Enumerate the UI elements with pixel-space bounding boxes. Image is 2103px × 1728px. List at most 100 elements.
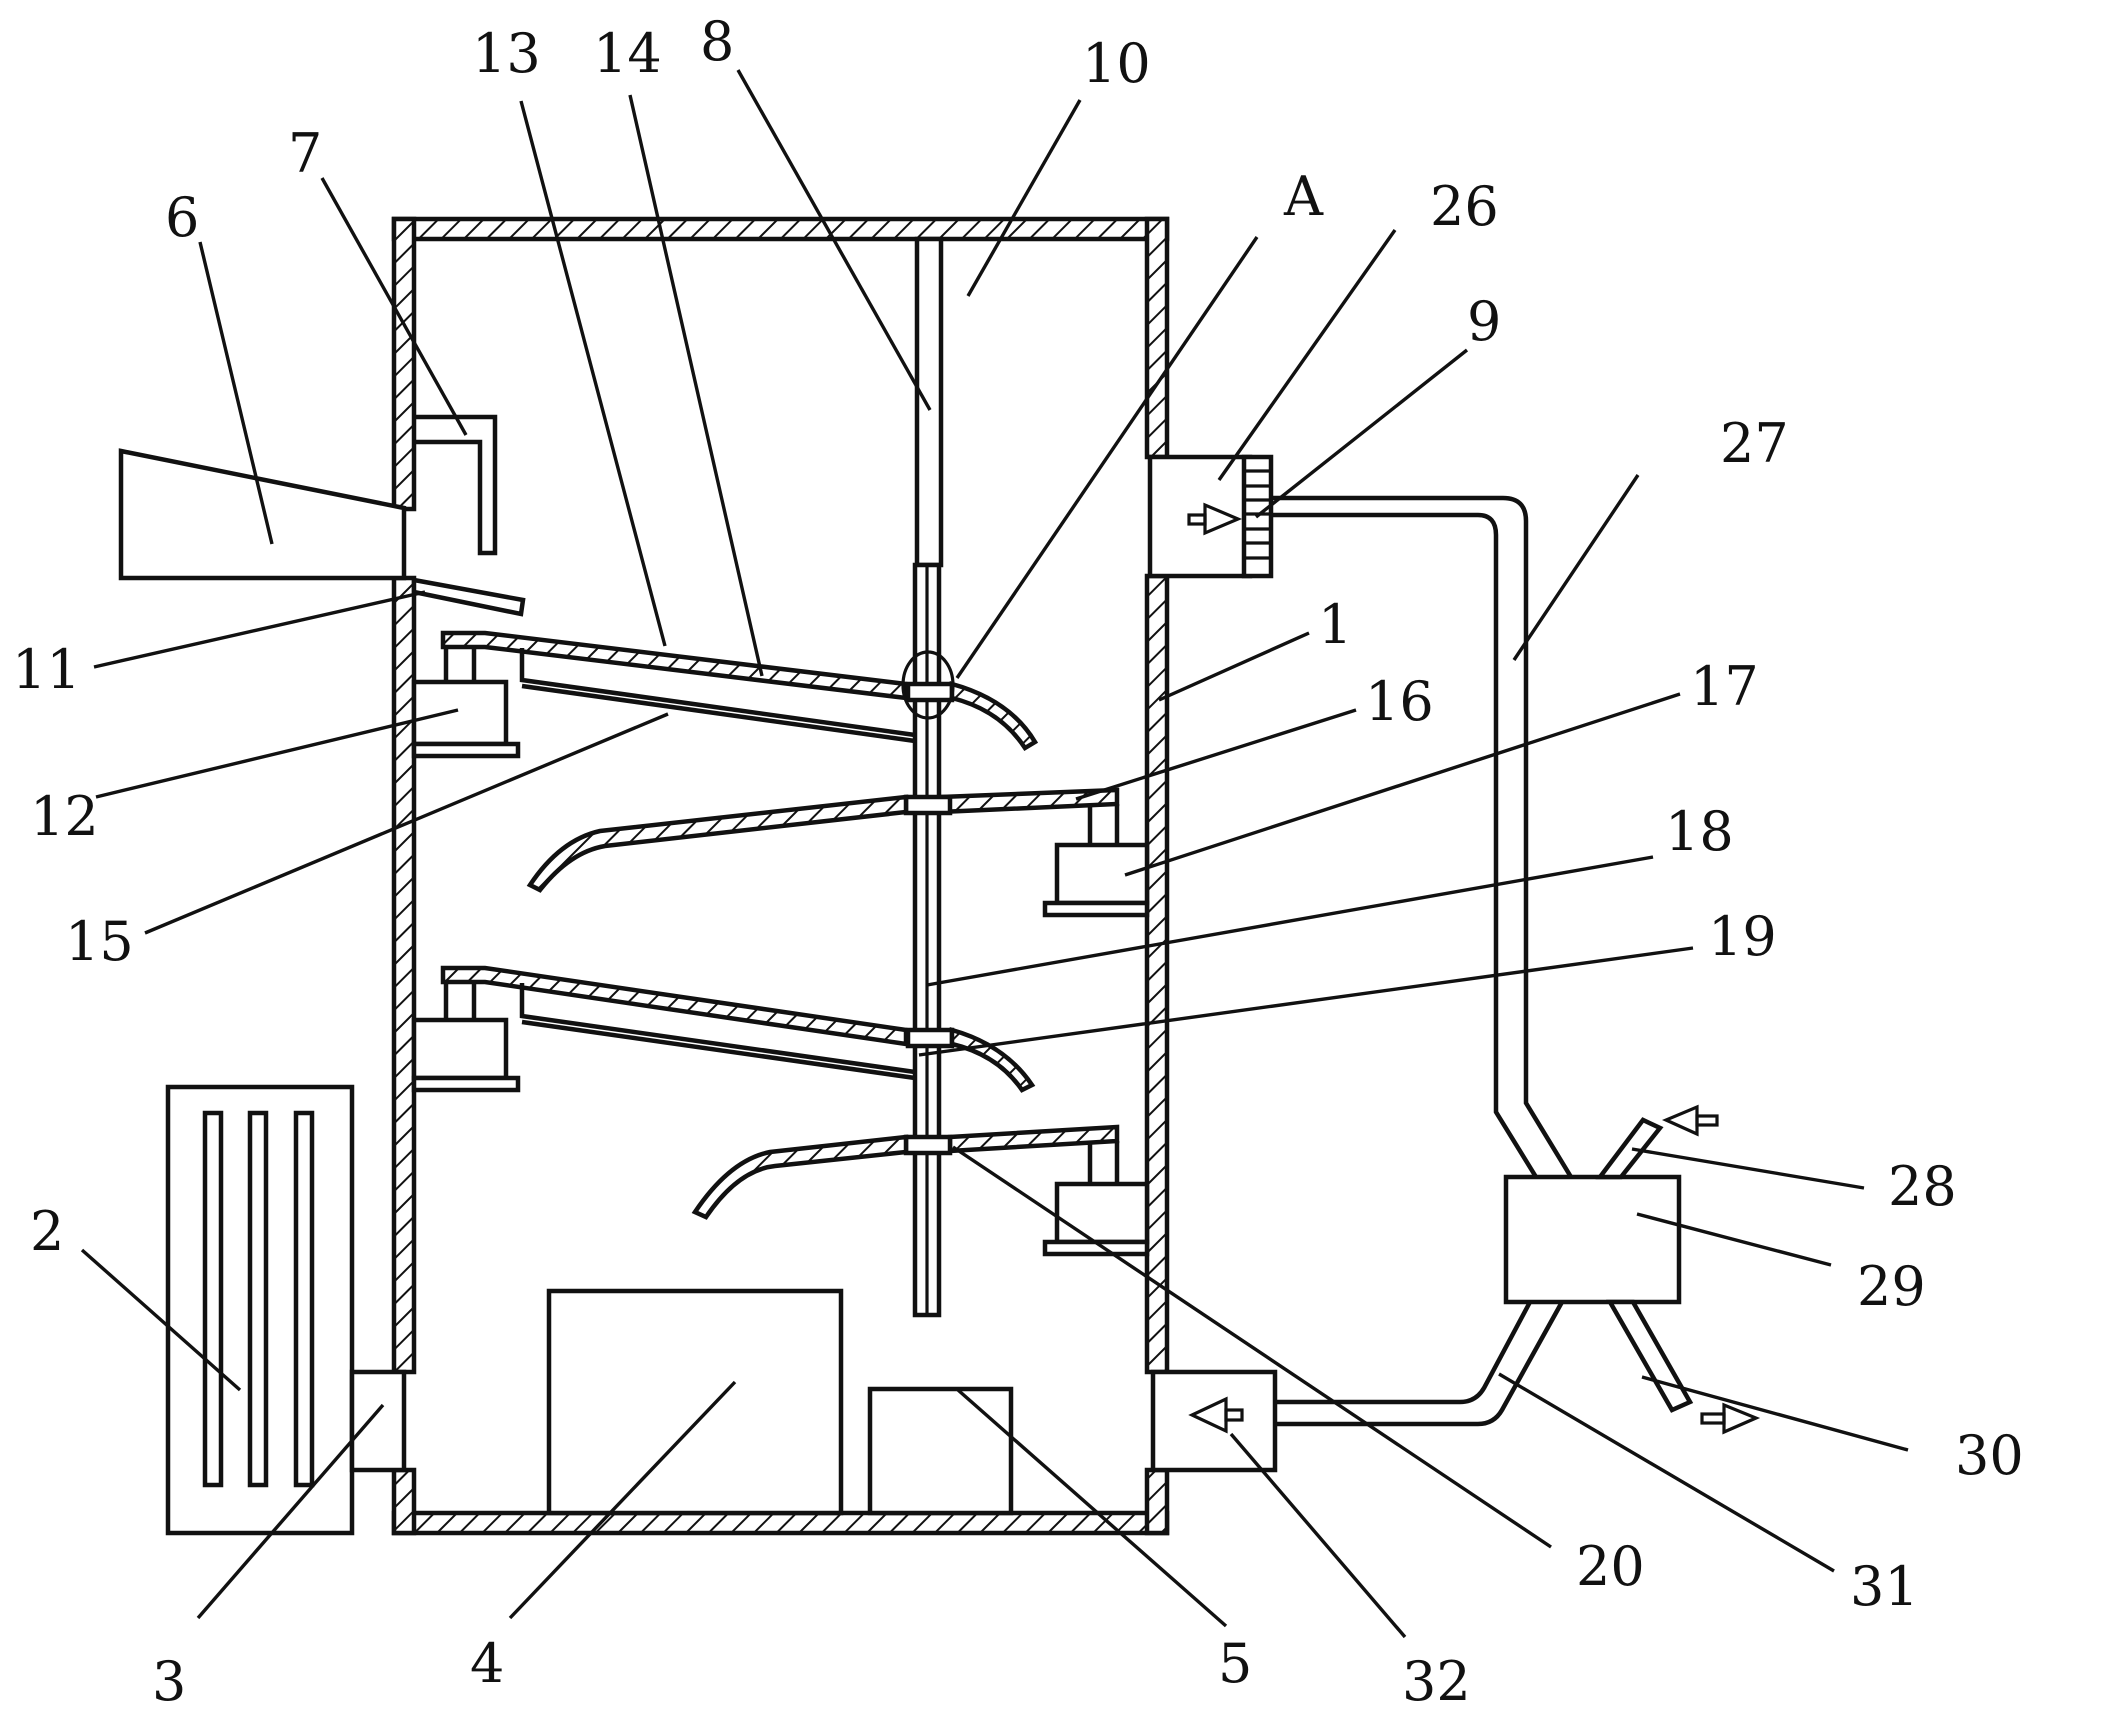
motor-17-base: [1042, 900, 1150, 918]
label-32: 32: [1402, 1650, 1471, 1713]
label-27: 27: [1720, 412, 1789, 475]
leader-32: [1229, 1432, 1407, 1639]
label-2: 2: [30, 1200, 64, 1263]
housing-top-wall: [391, 216, 1170, 242]
tray-3-screen: [521, 1019, 916, 1081]
housing-right-wall-upper: [1144, 216, 1170, 460]
housing-left-wall-mid: [391, 575, 417, 1375]
label-7: 7: [288, 122, 322, 185]
housing-bottom-wall: [391, 1510, 1170, 1536]
heater-bar-1: [202, 1110, 224, 1488]
label-4: 4: [470, 1632, 504, 1695]
label-15: 15: [65, 910, 134, 973]
label-17: 17: [1690, 655, 1759, 718]
tray-1-curved-lip: [949, 681, 1039, 752]
duct-27-inner: [1271, 512, 1538, 1179]
leader-19: [918, 946, 1694, 1057]
leader-10: [966, 99, 1082, 297]
label-A: A: [1283, 165, 1324, 228]
tray-4-plate-left-curve: [691, 1134, 909, 1220]
motor-12-base: [411, 741, 521, 759]
label-13: 13: [472, 22, 541, 85]
label-3: 3: [152, 1650, 186, 1713]
leader-9: [1254, 348, 1469, 519]
heater-bar-2: [247, 1110, 269, 1488]
tray-level-3: [411, 965, 1036, 1093]
leader-11: [93, 590, 426, 669]
leader-3: [196, 1403, 385, 1620]
leader-8: [736, 69, 932, 411]
exhaust-pipe-30: [1606, 1299, 1761, 1435]
leader-29: [1636, 1212, 1832, 1267]
label-14: 14: [593, 22, 662, 85]
label-9: 9: [1467, 290, 1501, 353]
fresh-air-arrow-icon: [1661, 1104, 1719, 1137]
leader-6: [198, 241, 274, 545]
heater-bar-3: [293, 1110, 315, 1488]
tray-1-screen: [521, 683, 916, 744]
motor-lower-left-base: [411, 1075, 521, 1093]
leader-20: [952, 1145, 1552, 1549]
leader-12: [95, 708, 459, 799]
label-28: 28: [1888, 1155, 1957, 1218]
leader-16: [1075, 708, 1357, 801]
leader-15: [144, 712, 669, 935]
vibration-motor-12: [411, 679, 509, 747]
label-12: 12: [30, 785, 99, 848]
guide-chute: [414, 414, 498, 556]
leader-1: [1158, 631, 1310, 702]
leader-7: [320, 177, 468, 436]
tray-level-1: [411, 630, 1039, 759]
tray-1-hub: [905, 681, 955, 703]
heat-exchanger-29: [1503, 1174, 1682, 1305]
leader-17: [1124, 692, 1681, 877]
collection-box-4: [546, 1288, 844, 1516]
baffle-plate: [411, 577, 526, 617]
leader-27: [1512, 474, 1640, 661]
label-6: 6: [165, 186, 199, 249]
fan-inlet-arrow-icon: [1187, 502, 1243, 536]
upper-shaft: [914, 236, 944, 568]
leader-5: [956, 1388, 1228, 1628]
leader-31: [1498, 1372, 1835, 1573]
return-pipe-31-inner: [1275, 1300, 1564, 1427]
leader-14: [628, 94, 764, 677]
tray-2-hub: [903, 794, 953, 816]
housing: [391, 216, 1170, 1536]
housing-right-wall-mid: [1144, 573, 1170, 1375]
tray-4-hub: [903, 1134, 953, 1156]
air-inlet-32: [1150, 1369, 1278, 1473]
return-pipe-31-outer: [1275, 1300, 1532, 1405]
tray-3-hub: [905, 1027, 955, 1049]
leader-lines: [80, 69, 1909, 1639]
label-29: 29: [1857, 1255, 1926, 1318]
leader-13: [519, 100, 667, 647]
vibration-motor-lower-right: [1054, 1181, 1150, 1245]
label-16: 16: [1365, 670, 1434, 733]
tray-3-screen-frame: [519, 983, 916, 1075]
label-10: 10: [1082, 32, 1151, 95]
exhaust-arrow-icon: [1700, 1402, 1761, 1435]
label-20: 20: [1576, 1535, 1645, 1598]
fresh-air-pipe-28: [1595, 1104, 1719, 1180]
reference-labels: 6 7 13 14 8 10 A 26 9 27 11 12 15 1 16 1…: [12, 10, 2024, 1713]
label-8: 8: [700, 10, 734, 73]
housing-left-wall-lower: [391, 1467, 417, 1536]
feed-hopper: [118, 448, 407, 581]
label-1: 1: [1318, 593, 1352, 656]
connector-3: [349, 1369, 407, 1473]
control-box-5: [867, 1386, 1014, 1516]
leader-18: [926, 855, 1654, 987]
grille-slats: [1244, 469, 1271, 560]
label-11: 11: [12, 638, 81, 701]
label-31: 31: [1850, 1555, 1919, 1618]
tray-3-plate: [440, 965, 909, 1047]
housing-left-wall-upper: [391, 216, 417, 512]
label-18: 18: [1665, 800, 1734, 863]
tray-1-plate: [440, 630, 909, 701]
label-5: 5: [1218, 1632, 1252, 1695]
tray-1-screen-frame: [519, 648, 916, 738]
tray-3-curved-lip: [949, 1027, 1036, 1093]
label-30: 30: [1955, 1424, 2024, 1487]
